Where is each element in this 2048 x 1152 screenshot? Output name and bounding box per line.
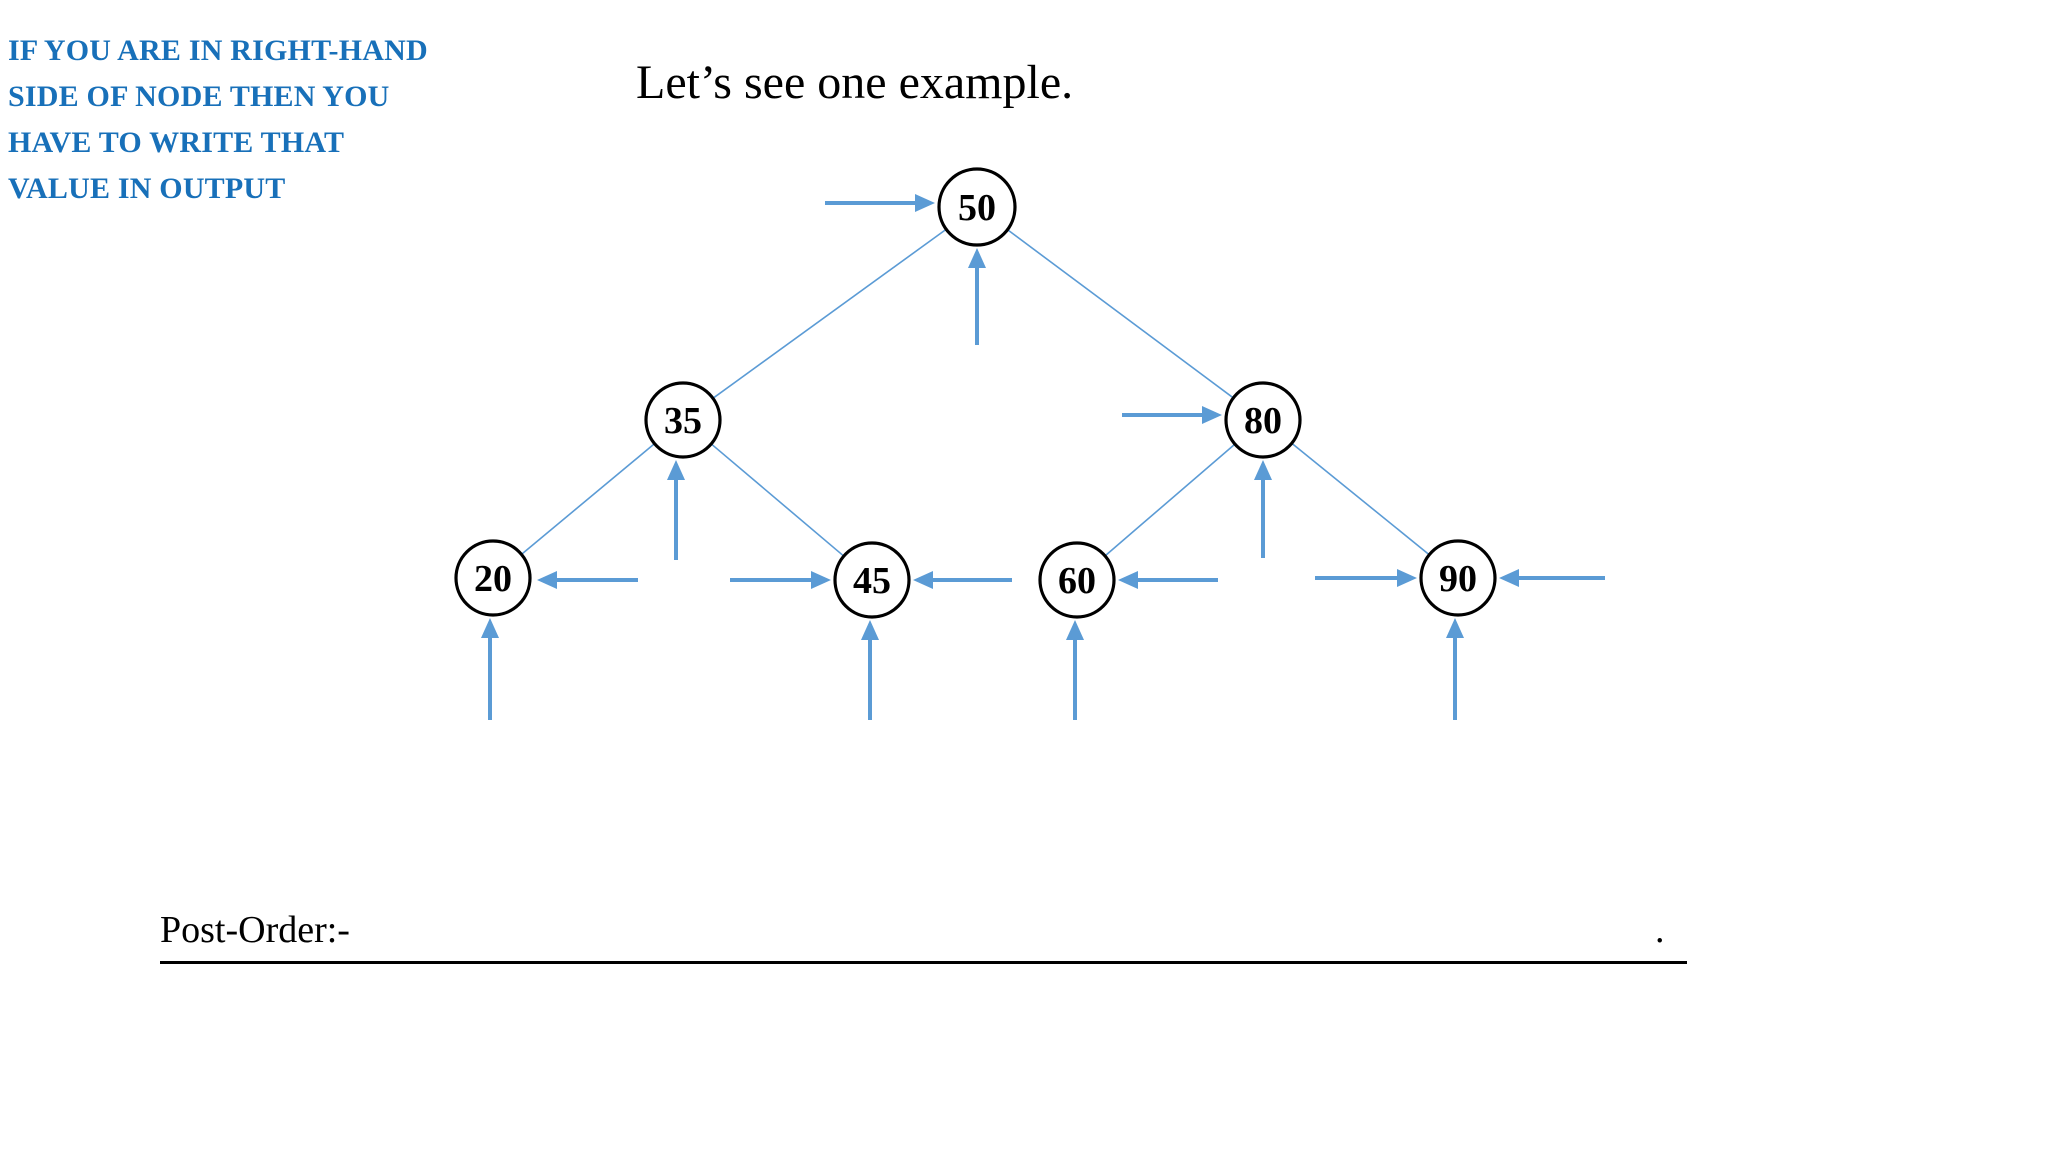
tree-edge-80-90	[1292, 443, 1429, 555]
arrow-into-90-from-left-head	[1397, 569, 1417, 587]
arrow-into-45-from-below-head	[861, 620, 879, 640]
arrow-into-35-from-below-head	[667, 460, 685, 480]
traversal-arrows-group	[481, 194, 1605, 720]
arrow-into-20-from-right	[537, 571, 638, 589]
slide-title: Let’s see one example.	[636, 56, 1074, 109]
node-circle-35	[644, 381, 722, 459]
node-label-80: 80	[1244, 400, 1282, 442]
node-circle-45	[833, 541, 911, 619]
arrow-into-45-from-left-head	[811, 571, 831, 589]
node-label-90: 90	[1439, 558, 1477, 600]
arrow-into-45-from-below	[861, 620, 879, 720]
arrow-into-90-from-right-head	[1499, 569, 1519, 587]
post-order-underline	[160, 961, 1687, 964]
arrow-into-90-from-right	[1499, 569, 1605, 587]
arrow-into-35-from-below	[667, 460, 685, 560]
arrow-into-60-from-right	[1118, 571, 1218, 589]
node-label-35: 35	[664, 400, 702, 442]
arrow-into-20-from-below-head	[481, 618, 499, 638]
arrow-into-50-from-below-head	[968, 248, 986, 268]
tree-edge-35-45	[711, 443, 844, 557]
node-circle-60	[1038, 541, 1116, 619]
tree-edges-group	[521, 229, 1429, 557]
arrow-into-45-from-left	[730, 571, 831, 589]
arrow-into-50-from-left	[825, 194, 935, 212]
arrow-into-50-from-below	[968, 248, 986, 345]
arrow-into-20-from-below	[481, 618, 499, 720]
arrow-into-20-from-right-head	[537, 571, 557, 589]
arrow-into-60-from-below	[1066, 620, 1084, 720]
node-circle-20	[454, 539, 532, 617]
tree-node-20[interactable]: 20	[454, 539, 532, 617]
tree-edge-50-80	[1007, 229, 1234, 398]
tree-edge-35-20	[521, 443, 655, 555]
tree-nodes-group: 50 35 80 20 45 60 90	[454, 167, 1497, 619]
tree-node-45[interactable]: 45	[833, 541, 911, 619]
tree-node-50[interactable]: 50	[937, 167, 1017, 247]
node-circle-80	[1224, 381, 1302, 459]
side-note-text: IF YOU ARE IN RIGHT-HAND SIDE OF NODE TH…	[8, 34, 428, 205]
tree-edge-50-35	[713, 229, 946, 399]
arrow-into-80-from-left	[1122, 406, 1222, 424]
node-circle-50	[937, 167, 1017, 247]
arrow-into-60-from-below-head	[1066, 620, 1084, 640]
arrow-into-90-from-left	[1315, 569, 1417, 587]
post-order-output-area: Post-Order:- .	[160, 908, 1690, 968]
arrow-into-80-from-left-head	[1202, 406, 1222, 424]
post-order-label: Post-Order:-	[160, 909, 350, 951]
arrow-into-90-from-below	[1446, 618, 1464, 720]
node-label-50: 50	[958, 187, 996, 229]
tree-node-90[interactable]: 90	[1419, 539, 1497, 617]
tree-node-35[interactable]: 35	[644, 381, 722, 459]
arrow-into-50-from-left-head	[915, 194, 935, 212]
node-label-20: 20	[474, 558, 512, 600]
arrow-into-60-from-right-head	[1118, 571, 1138, 589]
node-circle-90	[1419, 539, 1497, 617]
arrow-into-45-from-right	[913, 571, 1012, 589]
tree-edge-80-60	[1105, 444, 1235, 556]
arrow-into-80-from-below-head	[1254, 460, 1272, 480]
tree-node-60[interactable]: 60	[1038, 541, 1116, 619]
arrow-into-90-from-below-head	[1446, 618, 1464, 638]
post-order-period: .	[1655, 909, 1665, 951]
node-label-45: 45	[853, 560, 891, 602]
tree-node-80[interactable]: 80	[1224, 381, 1302, 459]
node-label-60: 60	[1058, 560, 1096, 602]
arrow-into-45-from-right-head	[913, 571, 933, 589]
arrow-into-80-from-below	[1254, 460, 1272, 558]
